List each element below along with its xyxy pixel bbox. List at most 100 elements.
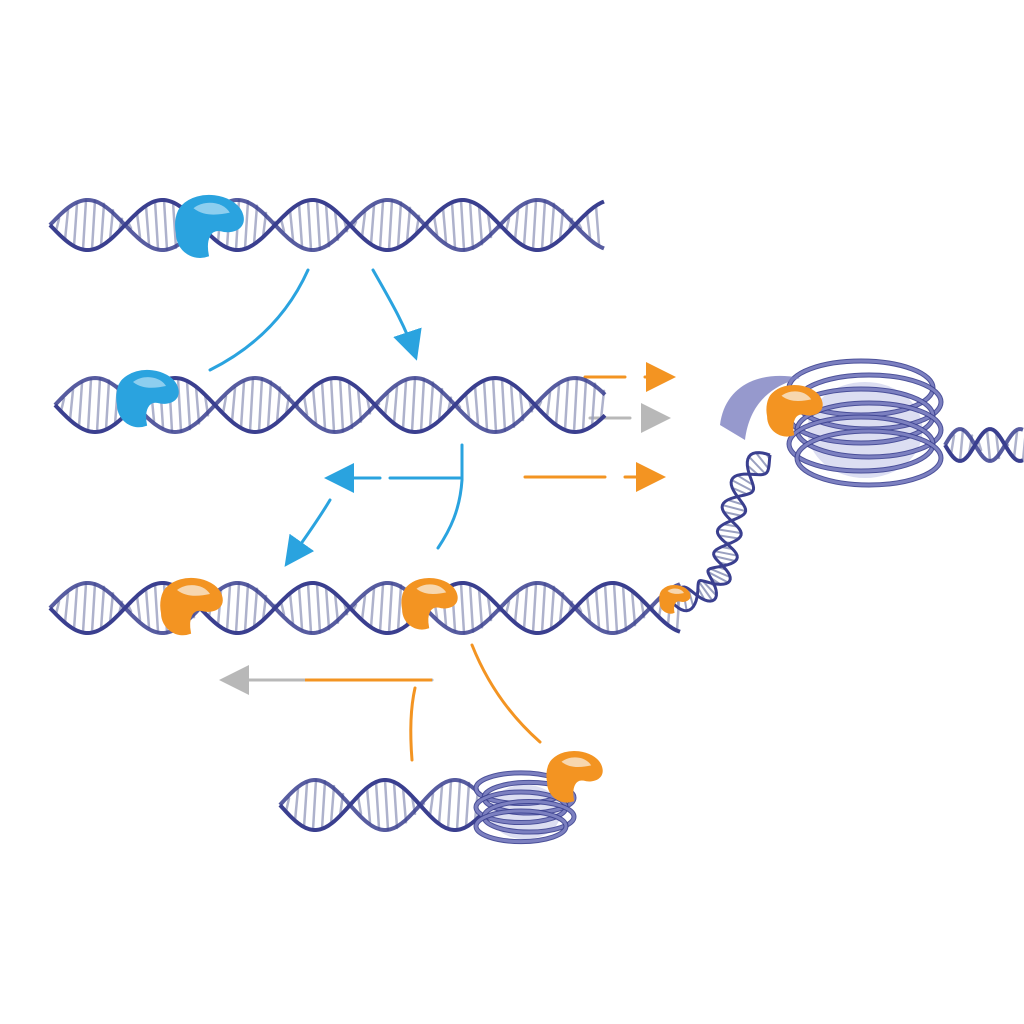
base-pair-rung bbox=[464, 392, 471, 418]
base-pair-rung bbox=[428, 381, 435, 429]
base-pair-rung bbox=[369, 204, 376, 246]
proteins-layer bbox=[116, 194, 823, 803]
dna-strand bbox=[48, 198, 605, 252]
base-pair-rung bbox=[72, 202, 79, 248]
base-pair-rung bbox=[266, 380, 273, 430]
base-pair-rung bbox=[221, 395, 228, 415]
base-pair-rung bbox=[722, 504, 746, 513]
base-pair-rung bbox=[243, 199, 250, 251]
base-pair-rung bbox=[482, 379, 489, 431]
helix-row-3 bbox=[48, 581, 682, 635]
orange-protein bbox=[401, 578, 458, 630]
base-pair-rung bbox=[194, 385, 201, 425]
base-pair-rung bbox=[135, 594, 142, 622]
orange-connector bbox=[470, 643, 542, 744]
base-pair-rung bbox=[473, 384, 480, 426]
base-pair-rung bbox=[717, 528, 742, 535]
base-pair-rung bbox=[450, 201, 457, 249]
base-pair-rung bbox=[468, 199, 475, 251]
base-pair-rung bbox=[387, 581, 394, 635]
base-pair-rung bbox=[234, 581, 241, 635]
base-pair-rung bbox=[315, 199, 322, 251]
base-pair-rung bbox=[549, 202, 556, 248]
base-pair-rung bbox=[446, 779, 453, 831]
base-pair-rung bbox=[441, 206, 448, 244]
base-pair-rung bbox=[410, 376, 417, 434]
base-pair-rung bbox=[90, 582, 97, 634]
base-pair-rung bbox=[419, 377, 426, 433]
base-pair-rung bbox=[437, 784, 444, 826]
nucleosomes-layer bbox=[473, 358, 944, 845]
base-pair-rung bbox=[468, 582, 475, 634]
base-pair-rung bbox=[63, 209, 70, 241]
base-pair-rung bbox=[731, 486, 748, 496]
helix-right bbox=[943, 427, 1024, 463]
base-pair-rung bbox=[297, 585, 304, 631]
helix-row-4 bbox=[278, 778, 482, 832]
protein-highlight bbox=[561, 757, 592, 768]
base-pair-rung bbox=[329, 377, 336, 433]
base-pair-rung bbox=[81, 582, 88, 634]
orange-protein bbox=[659, 585, 691, 614]
base-pair-rung bbox=[288, 592, 295, 624]
dna-coil bbox=[795, 429, 943, 487]
base-pair-rung bbox=[230, 387, 237, 423]
base-pair-rung bbox=[713, 555, 736, 562]
base-pair-rung bbox=[545, 391, 552, 419]
base-pair-rung bbox=[603, 582, 610, 634]
base-pair-rung bbox=[500, 377, 507, 433]
base-pair-rung bbox=[360, 594, 367, 622]
base-pair-rung bbox=[401, 379, 408, 431]
base-pair-rung bbox=[288, 209, 295, 241]
base-pair-rung bbox=[594, 587, 601, 629]
blue-connector bbox=[436, 443, 464, 550]
base-pair-rung bbox=[428, 792, 435, 818]
helix-curved bbox=[668, 451, 772, 613]
helix-row-1 bbox=[48, 198, 605, 252]
base-pair-rung bbox=[392, 385, 399, 425]
base-pair-rung bbox=[135, 211, 142, 239]
base-pair-rung bbox=[554, 383, 561, 427]
base-pair-rung bbox=[297, 202, 304, 248]
dna-strand bbox=[278, 778, 482, 832]
base-pair-rung bbox=[86, 377, 93, 433]
base-pair-rung bbox=[709, 567, 731, 579]
base-pair-rung bbox=[81, 199, 88, 251]
base-pair-rung bbox=[306, 582, 313, 634]
base-pair-rung bbox=[727, 498, 744, 506]
base-pair-rung bbox=[239, 380, 246, 430]
base-pair-rung bbox=[171, 201, 178, 249]
base-pair-rung bbox=[477, 204, 484, 246]
protein-highlight bbox=[416, 584, 447, 595]
base-pair-rung bbox=[455, 778, 462, 832]
base-pair-rung bbox=[477, 587, 484, 629]
base-pair-rung bbox=[697, 581, 714, 602]
base-pair-rung bbox=[405, 206, 412, 244]
base-pair-rung bbox=[522, 202, 529, 248]
base-pair-rung bbox=[531, 582, 538, 634]
base-pair-rung bbox=[392, 780, 399, 830]
base-pair-rung bbox=[949, 434, 956, 456]
protein-highlight bbox=[781, 391, 812, 402]
base-pair-rung bbox=[347, 380, 354, 430]
base-pair-rung bbox=[509, 381, 516, 429]
nucleosome-small bbox=[473, 770, 577, 845]
base-pair-rung bbox=[275, 386, 282, 424]
base-pair-rung bbox=[144, 204, 151, 246]
base-pair-rung bbox=[320, 779, 327, 831]
dna-strand bbox=[48, 198, 605, 252]
base-pair-rung bbox=[958, 427, 965, 463]
base-pair-rung bbox=[252, 204, 259, 246]
base-pair-rung bbox=[563, 378, 570, 432]
base-pair-rung bbox=[396, 201, 403, 249]
base-pair-rung bbox=[540, 199, 547, 251]
base-pair-rung bbox=[72, 585, 79, 631]
base-pair-rung bbox=[748, 455, 766, 475]
base-pair-rung bbox=[1012, 430, 1019, 460]
base-pair-rung bbox=[437, 387, 444, 423]
base-pair-rung bbox=[365, 786, 372, 824]
dna-strand bbox=[278, 778, 482, 832]
base-pair-rung bbox=[585, 594, 592, 622]
